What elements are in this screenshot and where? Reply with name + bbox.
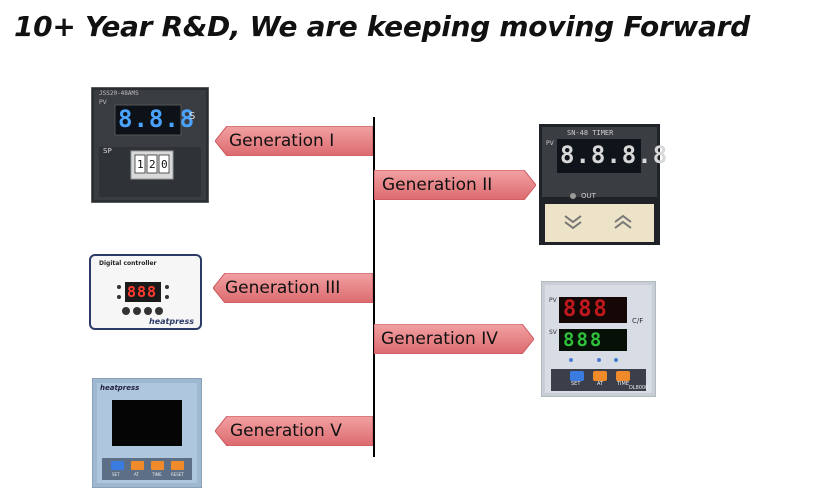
timeline-axis [373, 117, 375, 457]
gen5-button-time: TIME [152, 472, 162, 477]
generation-4-product-image: PV 888 C/F SV 888 SET AT TIME DL8000 [540, 280, 657, 398]
gen4-sv-label: SV [549, 329, 557, 336]
gen4-display-bottom: 888 [563, 329, 604, 351]
gen3-display: 888 [127, 283, 158, 301]
generation-3-product-image: Digital controller 888 heatpress [89, 254, 202, 330]
generation-5-product-image: heatpress SET AT TIME RESET [91, 377, 203, 489]
gen2-display: 8.8.8.8 [560, 141, 669, 169]
gen4-display-top: 888 [563, 297, 609, 322]
generation-5-arrow: Generation V [215, 416, 373, 446]
generation-4-label: Generation IV [381, 329, 498, 349]
generation-3-label: Generation III [225, 278, 341, 298]
gen1-model: JSS20-48AMS [99, 90, 139, 97]
generation-2-arrow: Generation II [374, 170, 536, 200]
generation-1-arrow: Generation I [215, 126, 373, 156]
gen5-button-reset: RESET [171, 472, 184, 477]
gen1-sp-label: SP [103, 147, 112, 155]
gen2-model: SN-48 TIMER [567, 129, 614, 137]
generation-2-label: Generation II [382, 175, 493, 195]
generation-1-label: Generation I [229, 131, 335, 151]
generation-2-product-image: SN-48 TIMER PV 8.8.8.8 OUT [539, 124, 667, 245]
gen5-brand: heatpress [100, 384, 140, 392]
gen4-model: DL8000 [629, 385, 649, 391]
gen5-button-at: AT [134, 472, 139, 477]
gen4-unit: C/F [632, 317, 644, 325]
gen1-dial-2: 2 [149, 158, 156, 171]
gen1-pv-label: PV [99, 99, 107, 106]
gen1-display: 8.8.8 [118, 105, 196, 133]
gen3-title: Digital controller [99, 260, 157, 267]
gen1-unit: S [189, 111, 196, 122]
gen4-button-at: AT [597, 381, 604, 387]
gen2-pv-label: PV [546, 140, 554, 147]
gen4-button-set: SET [571, 381, 581, 387]
generation-3-arrow: Generation III [213, 273, 373, 303]
gen5-button-set: SET [112, 472, 120, 477]
gen2-out-label: OUT [581, 192, 596, 200]
gen4-button-time: TIME [617, 381, 630, 387]
gen4-pv-label: PV [549, 297, 557, 304]
page-headline: 10+ Year R&D, We are keeping moving Forw… [14, 10, 750, 43]
generation-4-arrow: Generation IV [374, 324, 534, 354]
gen3-brand: heatpress [149, 317, 194, 326]
gen1-dial-1: 1 [137, 158, 144, 171]
generation-5-label: Generation V [230, 421, 342, 441]
gen1-dial-3: 0 [161, 158, 168, 171]
generation-1-product-image: JSS20-48AMS PV 8.8.8 S SP 1 2 0 [90, 86, 210, 204]
